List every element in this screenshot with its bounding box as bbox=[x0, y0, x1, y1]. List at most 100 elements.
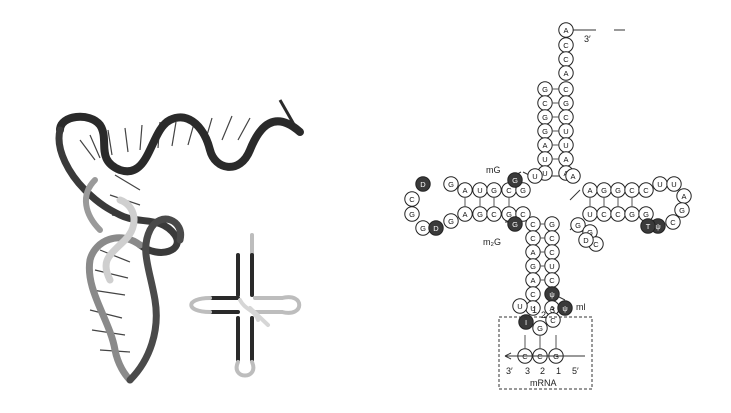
nucleotide-anticodon-loop: G bbox=[532, 320, 548, 336]
svg-text:C: C bbox=[593, 240, 599, 249]
svg-text:U: U bbox=[517, 302, 522, 311]
svg-text:C: C bbox=[615, 210, 621, 219]
codon-number-3: 3 bbox=[525, 366, 530, 376]
nucleotide-anticodon-left: A bbox=[525, 272, 541, 288]
svg-text:U: U bbox=[542, 155, 547, 164]
nucleotide-acceptor-tail: C bbox=[558, 51, 574, 67]
nucleotide-t-loop: G bbox=[674, 202, 690, 218]
nucleotide-acceptor-left: G bbox=[537, 123, 553, 139]
nucleotide-t-arm-bottom: C bbox=[610, 206, 626, 222]
svg-text:A: A bbox=[563, 155, 568, 164]
nucleotide-acceptor-left: G bbox=[537, 81, 553, 97]
ribbon-mid-strand bbox=[85, 234, 144, 384]
nucleotide-d-arm-bottom: G bbox=[472, 206, 488, 222]
svg-text:ψ: ψ bbox=[549, 290, 554, 299]
svg-text:C: C bbox=[409, 195, 415, 204]
svg-text:T: T bbox=[646, 222, 651, 231]
nucleotide-anticodon-I: I bbox=[518, 314, 534, 330]
nucleotide-acceptor-tail: C bbox=[558, 37, 574, 53]
svg-text:A: A bbox=[587, 186, 592, 195]
svg-text:D: D bbox=[433, 224, 439, 233]
nucleotide-anticodon-right: U bbox=[544, 258, 560, 274]
mrna-five-prime: 5′ bbox=[572, 366, 579, 376]
nucleotide-d-loop: G bbox=[443, 213, 459, 229]
nucleotide-anticodon-right: G bbox=[544, 216, 560, 232]
nucleotide-t-arm-top: A bbox=[582, 182, 598, 198]
nucleotide-t-arm-bottom: U bbox=[582, 206, 598, 222]
nucleotide-m2G: G bbox=[507, 216, 523, 232]
svg-text:G: G bbox=[537, 324, 543, 333]
nucleotide-t-loop: U bbox=[666, 176, 682, 192]
svg-text:A: A bbox=[681, 192, 686, 201]
anticodon-number-3: 3 bbox=[550, 305, 555, 315]
nucleotide-t-arm-top: G bbox=[610, 182, 626, 198]
svg-text:U: U bbox=[477, 186, 482, 195]
nucleotide-anticodon-right: C bbox=[544, 244, 560, 260]
svg-text:G: G bbox=[643, 210, 649, 219]
svg-text:G: G bbox=[520, 186, 526, 195]
svg-text:C: C bbox=[530, 234, 536, 243]
nucleotide-acceptor-right: C bbox=[558, 81, 574, 97]
nucleotide-acceptor-right: U bbox=[558, 123, 574, 139]
svg-text:U: U bbox=[657, 180, 662, 189]
svg-text:D: D bbox=[583, 236, 589, 245]
svg-text:A: A bbox=[563, 69, 568, 78]
svg-text:C: C bbox=[542, 99, 548, 108]
nucleotide-d-arm-top: G bbox=[515, 182, 531, 198]
svg-text:G: G bbox=[549, 220, 555, 229]
svg-text:C: C bbox=[563, 41, 569, 50]
svg-text:G: G bbox=[615, 186, 621, 195]
nucleotide-anticodon-right: C bbox=[544, 230, 560, 246]
svg-text:G: G bbox=[420, 224, 426, 233]
svg-text:ψ: ψ bbox=[655, 222, 660, 231]
nucleotide-acceptor-left: G bbox=[537, 109, 553, 125]
svg-text:C: C bbox=[629, 186, 635, 195]
nucleotide-t-loop: U bbox=[652, 176, 668, 192]
nucleotide-d-loop: C bbox=[404, 191, 420, 207]
svg-text:C: C bbox=[549, 234, 555, 243]
label-m2G: m₂G bbox=[483, 237, 501, 247]
nucleotide-d-loop: D bbox=[428, 220, 444, 236]
svg-text:C: C bbox=[670, 218, 676, 227]
nucleotide-t-loop: A bbox=[676, 188, 692, 204]
label-mG: mG bbox=[486, 165, 501, 175]
svg-text:A: A bbox=[542, 141, 547, 150]
svg-text:C: C bbox=[563, 55, 569, 64]
mrna-codon-box bbox=[498, 316, 593, 390]
codon-number-1: 1 bbox=[556, 366, 561, 376]
nucleotide-acceptor-left: A bbox=[537, 137, 553, 153]
svg-text:G: G bbox=[587, 228, 593, 237]
mrna-three-prime: 3′ bbox=[506, 366, 513, 376]
svg-text:A: A bbox=[530, 276, 535, 285]
svg-text:G: G bbox=[409, 210, 415, 219]
anticodon-number-1: 1 bbox=[532, 305, 537, 315]
svg-text:U: U bbox=[563, 141, 568, 150]
svg-text:C: C bbox=[530, 290, 536, 299]
svg-text:G: G bbox=[601, 186, 607, 195]
nucleotide-t-loop: C bbox=[665, 214, 681, 230]
svg-text:C: C bbox=[563, 85, 569, 94]
nucleotide-mG: G bbox=[507, 172, 523, 188]
nucleotide-variable-loop: G bbox=[570, 217, 586, 233]
nucleotide-acceptor-right: C bbox=[558, 109, 574, 125]
svg-text:U: U bbox=[530, 304, 535, 313]
svg-text:G: G bbox=[542, 127, 548, 136]
svg-text:D: D bbox=[420, 180, 426, 189]
nucleotide-acceptor-left: C bbox=[537, 95, 553, 111]
trna-3d-ribbon-model bbox=[55, 99, 304, 384]
svg-text:G: G bbox=[506, 210, 512, 219]
svg-text:G: G bbox=[629, 210, 635, 219]
svg-text:A: A bbox=[462, 210, 467, 219]
nucleotide-anticodon-left: A bbox=[525, 244, 541, 260]
svg-text:U: U bbox=[563, 127, 568, 136]
nucleotide-d-arm-bottom: C bbox=[515, 206, 531, 222]
nucleotide-d-arm-top: U bbox=[472, 182, 488, 198]
nucleotide-anticodon-loop: U bbox=[512, 298, 528, 314]
svg-text:C: C bbox=[643, 186, 649, 195]
svg-text:C: C bbox=[563, 113, 569, 122]
svg-text:G: G bbox=[679, 206, 685, 215]
nucleotide-t-arm-bottom: G bbox=[624, 206, 640, 222]
nucleotide-anticodon-loop: C bbox=[545, 312, 561, 328]
nucleotide-acceptor-right: A bbox=[558, 151, 574, 167]
